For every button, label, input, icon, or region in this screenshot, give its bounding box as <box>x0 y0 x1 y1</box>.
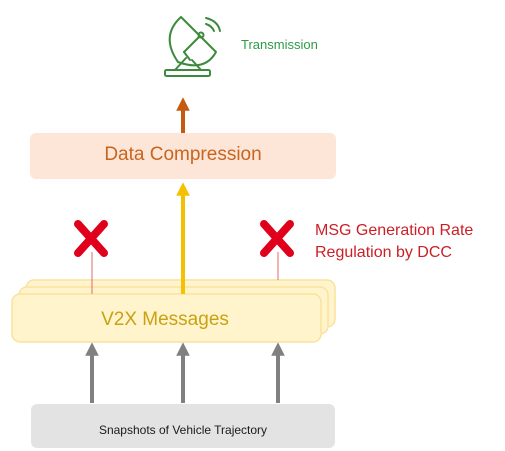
compression-box <box>30 133 336 179</box>
dcc-label-line-1: MSG Generation Rate <box>315 222 474 239</box>
dcc-regulation-label: MSG Generation Rate Regulation by DCC <box>315 220 473 264</box>
compression-label: Data Compression <box>104 144 262 165</box>
red-cross-icon <box>260 220 294 257</box>
snapshots-box <box>31 404 335 448</box>
transmission-label: Transmission <box>241 37 318 52</box>
dcc-label-line-2: Regulation by DCC <box>315 244 452 261</box>
red-cross-icon <box>74 220 108 257</box>
satellite-dish-icon <box>164 16 221 77</box>
snapshots-label: Snapshots of Vehicle Trajectory <box>98 423 268 437</box>
v2x-messages-label: V2X Messages <box>101 309 229 330</box>
message-card-front <box>11 293 322 343</box>
